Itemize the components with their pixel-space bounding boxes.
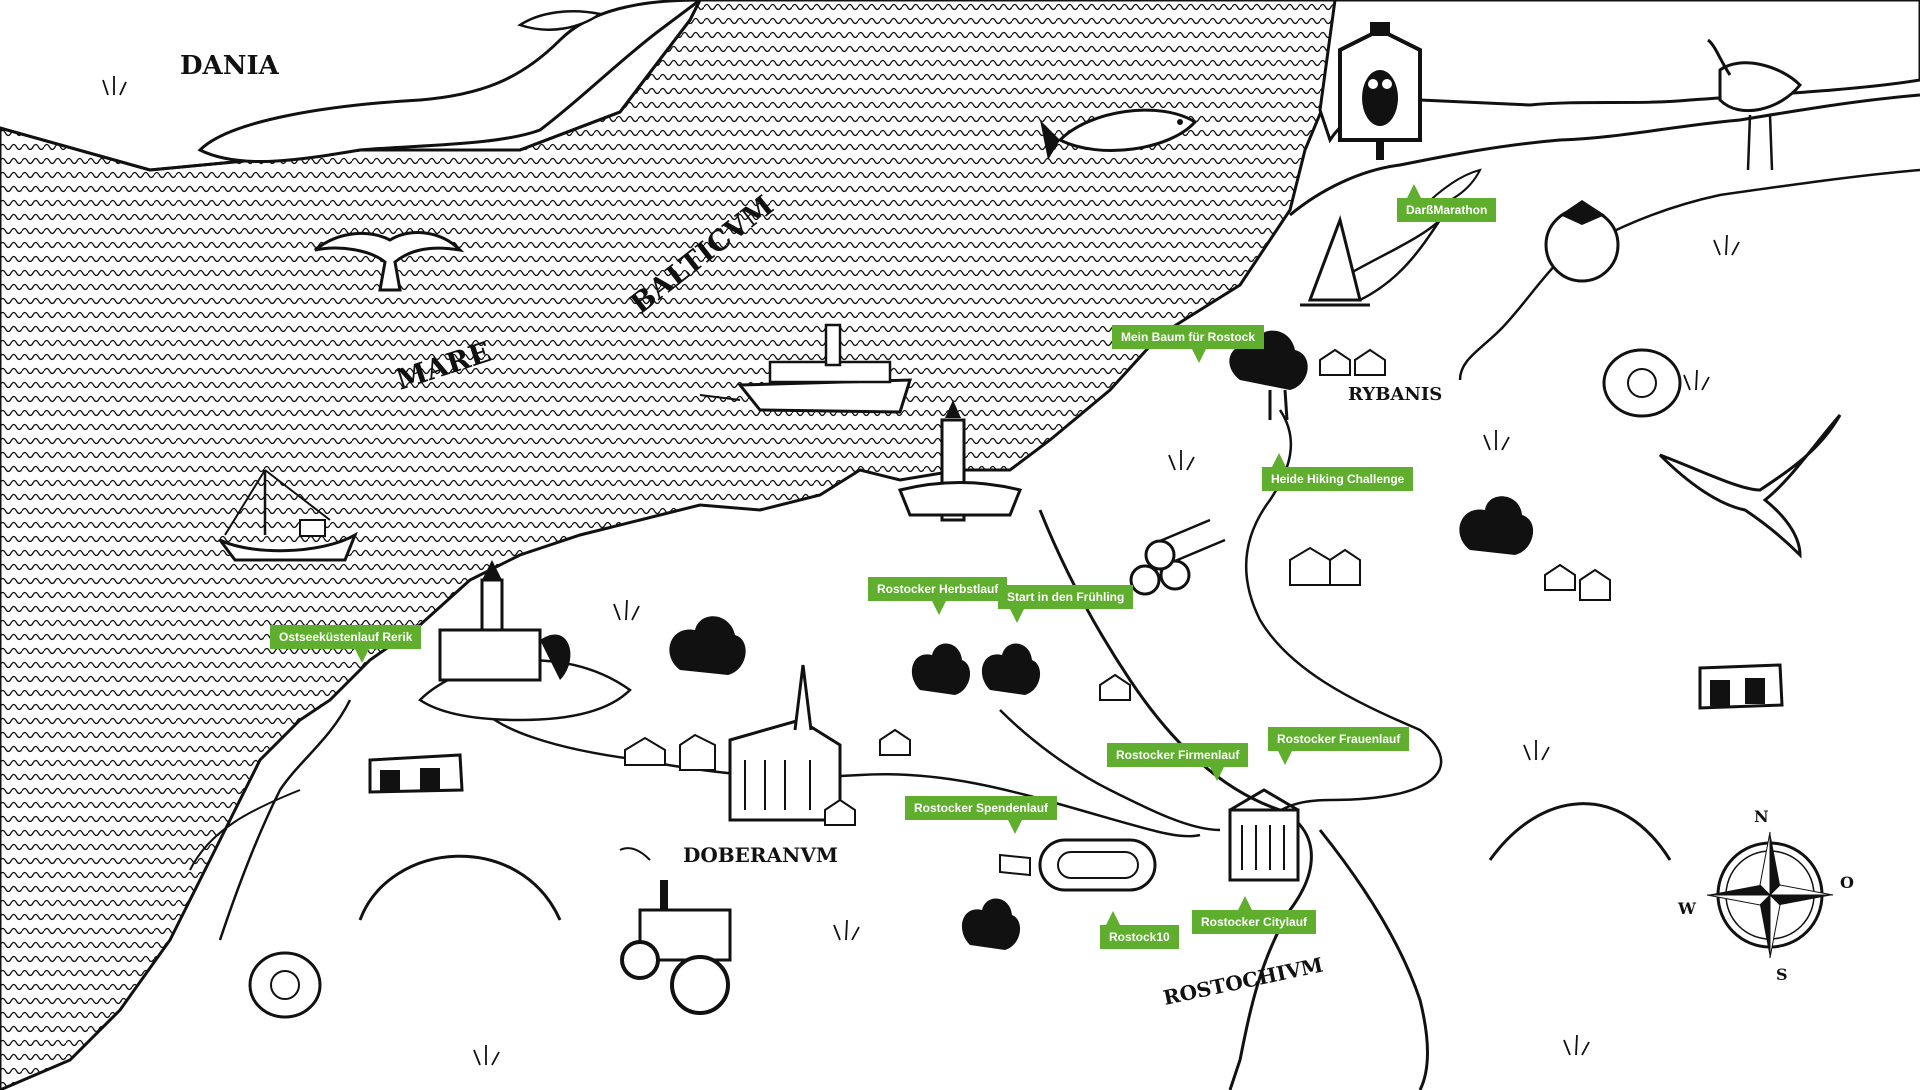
whale-tail-icon: [314, 231, 465, 292]
lighthouse-icon: [438, 560, 571, 682]
compass-w: W: [1677, 899, 1697, 918]
crane-bird-icon: [1707, 38, 1803, 171]
place-dania: DANIA: [180, 51, 280, 81]
callout-pointer: [1272, 453, 1286, 467]
compass-o: O: [1840, 873, 1854, 892]
steamship-icon: [699, 323, 913, 414]
stadium-icon: [999, 838, 1157, 892]
baltic-sea: [0, 0, 1342, 1090]
callout-pointer: [932, 601, 946, 615]
windsurfer-icon: [1300, 214, 1370, 307]
callout-pointer: [1106, 911, 1120, 925]
tomato-icon: [1544, 200, 1620, 283]
hay-bale-icon: [248, 348, 1682, 1019]
church-icon: [728, 664, 842, 822]
compass-s: S: [1776, 965, 1788, 984]
darss-peninsula: [1289, 0, 1920, 302]
place-doberanum: DOBERANVM: [683, 843, 838, 867]
roads: [473, 168, 1920, 838]
tractor-icon: [619, 847, 732, 1015]
event-ostseekuestenlauf-rerik[interactable]: Ostseeküstenlauf Rerik: [270, 625, 422, 649]
danish-islands: [197, 0, 703, 163]
event-darssmarathon[interactable]: DarßMarathon: [1397, 198, 1497, 222]
warnow-river: [1038, 509, 1313, 1090]
city-hall-icon: [1228, 788, 1300, 882]
event-heide-hiking-challenge[interactable]: Heide Hiking Challenge: [1262, 467, 1414, 491]
callout-pointer: [1008, 820, 1022, 834]
event-rostocker-citylauf[interactable]: Rostocker Citylauf: [1192, 910, 1317, 934]
lighthouse-icon: [897, 400, 1023, 522]
callout-pointer: [1192, 349, 1206, 363]
sailboat-icon: [218, 469, 358, 562]
dolmen-icon: [368, 663, 1784, 794]
callout-pointer: [1210, 767, 1224, 781]
event-start-in-den-fruehling[interactable]: Start in den Frühling: [998, 585, 1134, 609]
callout-pointer: [355, 649, 369, 663]
tree-icon: [669, 330, 1534, 950]
house-icon: [624, 348, 1611, 826]
compass-n: N: [1754, 807, 1769, 826]
event-rostocker-frauenlauf[interactable]: Rostocker Frauenlauf: [1268, 727, 1410, 751]
fish-icon: [1040, 108, 1198, 160]
event-rostocker-firmenlauf[interactable]: Rostocker Firmenlauf: [1107, 743, 1249, 767]
place-rybanis: RYBANIS: [1348, 384, 1442, 405]
event-rostock10[interactable]: Rostock10: [1100, 925, 1179, 949]
callout-pointer: [1278, 751, 1292, 765]
callout-pointer: [1407, 184, 1421, 198]
log-pile-icon: [1129, 518, 1226, 596]
compass-rose-icon: N O S W: [1677, 807, 1854, 984]
event-mein-baum-fuer-rostock[interactable]: Mein Baum für Rostock: [1112, 325, 1265, 349]
place-rostochium: ROSTOCHIVM: [1161, 953, 1325, 1010]
callout-pointer: [1010, 609, 1024, 623]
owl-sign-icon: [1338, 22, 1422, 160]
callout-pointer: [1238, 896, 1252, 910]
event-rostocker-herbstlauf[interactable]: Rostocker Herbstlauf: [868, 577, 1008, 601]
grass-tufts: [102, 76, 1740, 1066]
seagull-icon: [1658, 414, 1842, 559]
event-rostocker-spendenlauf[interactable]: Rostocker Spendenlauf: [905, 796, 1058, 820]
